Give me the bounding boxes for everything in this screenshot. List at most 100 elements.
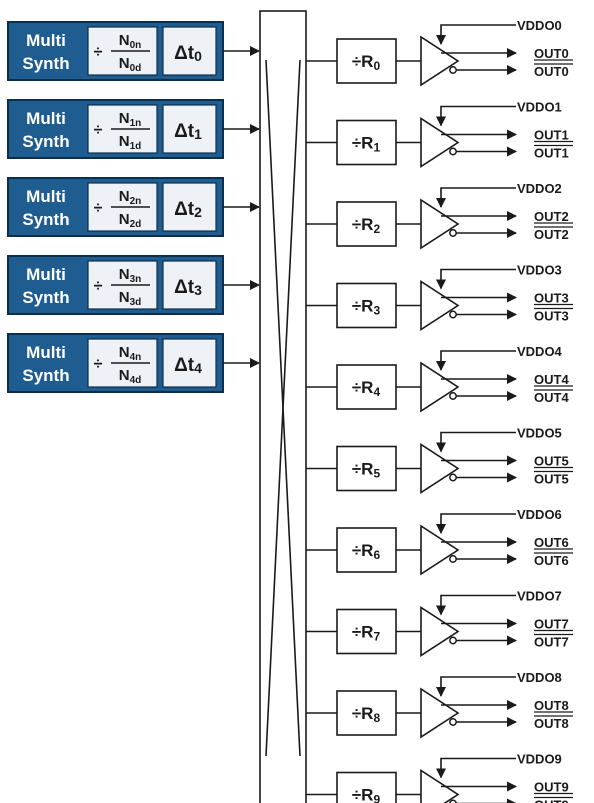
inversion-bubble <box>449 229 457 237</box>
multisynth-label-line1: Multi <box>26 31 66 50</box>
delay-box <box>162 182 217 232</box>
out-bar-label: OUT3 <box>534 309 569 324</box>
fraction-denominator: N3d <box>119 289 142 308</box>
out-bar-label: OUT4 <box>534 390 569 405</box>
division-symbol: ÷ <box>94 278 103 295</box>
inversion-bubble <box>449 310 457 319</box>
output-buffer-triangle <box>420 361 460 413</box>
out-label: OUT8 <box>534 698 569 713</box>
vddo-label: VDDO1 <box>517 100 562 115</box>
r-divider-label: ÷R2 <box>352 215 381 236</box>
out-bar-label: OUT6 <box>534 553 569 568</box>
output-buffer-triangle <box>420 687 460 739</box>
numerator-main: N <box>119 266 130 283</box>
inversion-bubble <box>449 718 457 726</box>
out-label: OUT5 <box>534 454 569 469</box>
output-buffer-triangle <box>420 198 460 250</box>
r-divider-label: ÷R9 <box>352 786 381 803</box>
fraction-numerator: N2n <box>119 188 142 207</box>
r-divider-subscript: 1 <box>373 141 380 155</box>
delay-box <box>162 26 217 76</box>
numerator-subscript: 3n <box>130 274 142 285</box>
r-divider-main: ÷R <box>352 52 374 71</box>
division-symbol: ÷ <box>94 122 103 139</box>
inversion-bubble <box>449 66 457 74</box>
multisynth-label-line1: Multi <box>26 343 66 362</box>
fraction-numerator: N0n <box>119 32 142 51</box>
output-buffer-triangle <box>420 769 460 803</box>
numerator-main: N <box>119 188 130 205</box>
delay-box <box>162 260 217 310</box>
out-bar-label: OUT5 <box>534 472 569 487</box>
out-bar-label: OUT8 <box>534 716 569 731</box>
r-divider-label: ÷R4 <box>352 378 381 399</box>
multisynth-label-line2: Synth <box>22 132 69 151</box>
r-divider-main: ÷R <box>352 460 374 479</box>
denominator-subscript: 3d <box>130 297 142 308</box>
r-divider-label: ÷R8 <box>352 704 381 725</box>
output-buffer-triangle <box>420 524 460 576</box>
fraction-numerator: N4n <box>119 344 142 363</box>
r-divider-box <box>336 119 397 166</box>
vddo-label: VDDO3 <box>517 263 562 278</box>
vddo-label: VDDO7 <box>517 589 562 604</box>
r-divider-label: ÷R0 <box>352 52 381 73</box>
out-label: OUT0 <box>534 46 569 61</box>
out-label: OUT4 <box>534 372 569 387</box>
r-divider-box <box>336 38 397 84</box>
crosspoint-diagonal <box>265 59 301 757</box>
delay-subscript: 4 <box>194 360 202 376</box>
fraction-numerator: N3n <box>119 266 142 285</box>
vddo-supply-line <box>436 757 516 779</box>
delay-box <box>162 338 217 388</box>
delay-label: Δt0 <box>174 43 202 64</box>
denominator-main: N <box>119 367 130 384</box>
numerator-subscript: 4n <box>130 352 142 363</box>
fraction-denominator: N0d <box>119 55 142 74</box>
output-buffer-triangle <box>420 35 460 87</box>
out-bar-label: OUT1 <box>534 146 569 161</box>
denominator-subscript: 1d <box>130 141 142 152</box>
multisynth-column: MultiSynth÷N0nN0dΔt0MultiSynth÷N1nN1dΔt1… <box>7 21 260 393</box>
delay-label: Δt2 <box>174 199 202 220</box>
out-bar-label: OUT2 <box>534 227 569 242</box>
numerator-main: N <box>119 110 130 127</box>
inversion-bubble <box>449 392 457 400</box>
inversion-bubble <box>449 799 457 803</box>
r-divider-box <box>336 445 397 492</box>
vddo-supply-line <box>436 676 516 697</box>
r-divider-label: ÷R1 <box>352 134 381 155</box>
inversion-bubble <box>449 473 457 482</box>
vddo-label: VDDO2 <box>517 181 562 196</box>
output-channel-9: ÷R9VDDO9OUT9OUT9 <box>306 752 573 803</box>
r-divider-subscript: 0 <box>373 59 380 73</box>
r-divider-main: ÷R <box>352 623 374 642</box>
vddo-label: VDDO0 <box>517 18 562 33</box>
output-buffer-triangle <box>420 606 460 657</box>
out-label: OUT9 <box>534 780 569 795</box>
out-bar-label: OUT9 <box>534 798 569 803</box>
denominator-main: N <box>119 133 130 150</box>
inversion-bubble <box>449 555 457 563</box>
delay-box <box>162 104 217 154</box>
output-buffer-triangle <box>420 117 460 168</box>
vddo-supply-line <box>436 350 516 371</box>
delay-main: Δt <box>174 199 195 220</box>
denominator-subscript: 0d <box>130 63 142 74</box>
fraction-numerator: N1n <box>119 110 142 129</box>
delay-main: Δt <box>174 43 195 64</box>
out-label: OUT7 <box>534 617 569 632</box>
delay-subscript: 2 <box>194 204 202 220</box>
vddo-label: VDDO9 <box>517 752 562 767</box>
denominator-main: N <box>119 211 130 228</box>
out-label: OUT2 <box>534 209 569 224</box>
inversion-bubble <box>449 147 457 156</box>
denominator-main: N <box>119 55 130 72</box>
r-divider-subscript: 5 <box>373 467 380 481</box>
numerator-subscript: 0n <box>130 40 142 51</box>
r-divider-box <box>336 608 397 655</box>
